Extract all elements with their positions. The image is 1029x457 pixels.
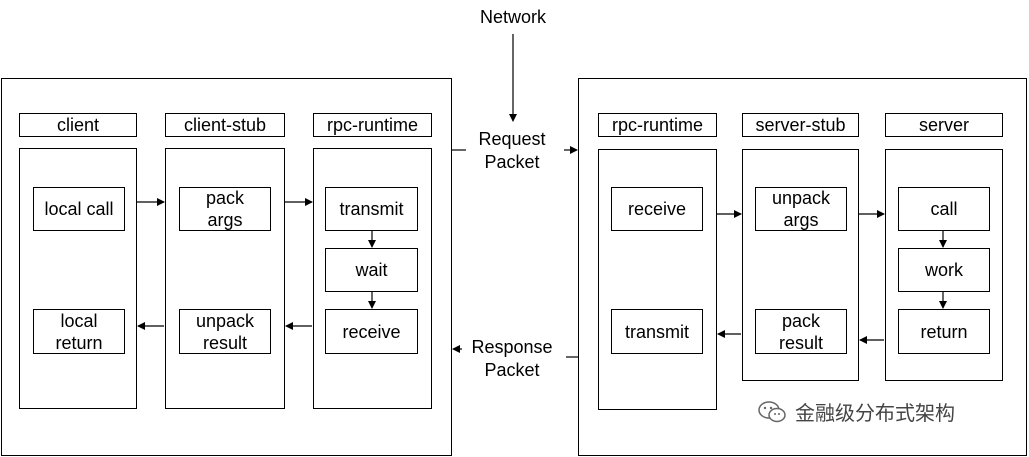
local-return-box: local return (33, 309, 125, 354)
watermark: 金融级分布式架构 (757, 397, 955, 426)
client-stub-header: client-stub (165, 113, 285, 137)
pack-args-box: pack args (179, 187, 271, 231)
server-transmit-box: transmit (611, 309, 703, 354)
work-box: work (898, 248, 990, 292)
network-label: Network (479, 7, 546, 27)
server-header: server (885, 113, 1003, 137)
return-box: return (898, 309, 990, 354)
unpack-result-box: unpack result (179, 309, 271, 354)
server-receive-box: receive (611, 187, 703, 231)
client-transmit-box: transmit (325, 187, 418, 231)
local-call-box: local call (33, 187, 125, 231)
watermark-text: 金融级分布式架构 (795, 403, 955, 425)
call-box: call (898, 187, 990, 231)
wechat-icon (758, 400, 786, 422)
unpack-args-box: unpack args (755, 187, 847, 231)
pack-result-box: pack result (755, 309, 847, 354)
response-packet-label: Response Packet (471, 337, 553, 380)
client-receive-box: receive (325, 309, 418, 354)
request-packet-label: Request Packet (478, 129, 546, 172)
server-rpc-runtime-header: rpc-runtime (598, 113, 717, 137)
server-stub-header: server-stub (742, 113, 859, 137)
client-header: client (19, 113, 137, 137)
client-wait-box: wait (325, 248, 418, 292)
client-rpc-runtime-header: rpc-runtime (313, 113, 432, 137)
